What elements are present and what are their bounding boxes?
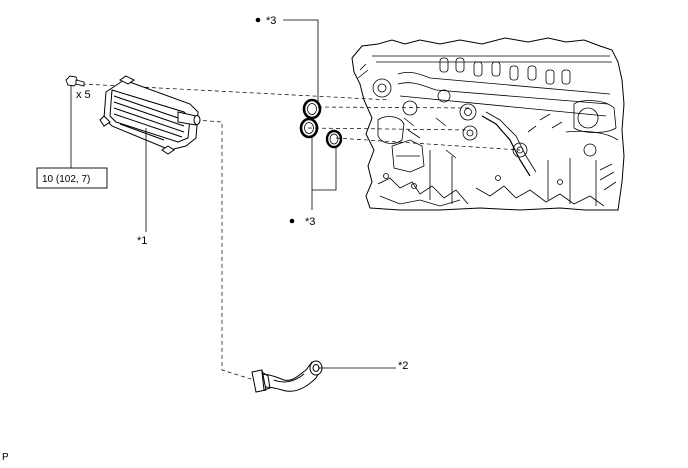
callout-3-top-label: *3 — [266, 15, 276, 27]
bolt-qty: x 5 — [76, 89, 91, 101]
engine-block-illustration — [351, 37, 625, 211]
corner-mark: P — [2, 452, 9, 463]
callout-2-label: *2 — [398, 360, 408, 372]
oil-cooler-icon — [99, 75, 201, 155]
torque-spec-box: 10 (102, 7) — [36, 167, 108, 189]
water-hose-icon — [251, 360, 323, 393]
callout-3-bottom-label: *3 — [305, 216, 315, 228]
bolt-qty-label: x 5 — [76, 89, 91, 101]
o-ring-middle — [299, 117, 319, 139]
bullet-dot-icon — [255, 17, 261, 23]
guide-cooler-to-hose — [195, 119, 255, 381]
o-ring-upper — [302, 98, 322, 120]
callout-3-top: *3 — [255, 15, 319, 104]
torque-value: 10 (102, 7) — [42, 174, 90, 185]
callout-3-bottom: *3 — [289, 136, 337, 228]
o-ring-icon — [299, 98, 343, 149]
guide-ring-2 — [307, 127, 471, 131]
hex-bolt-icon — [65, 75, 85, 87]
callout-1-label: *1 — [137, 235, 147, 247]
o-ring-lower — [325, 129, 343, 149]
guide-ring-1 — [317, 106, 471, 109]
guide-ring-3 — [335, 137, 521, 151]
bullet-dot-icon — [289, 218, 295, 224]
